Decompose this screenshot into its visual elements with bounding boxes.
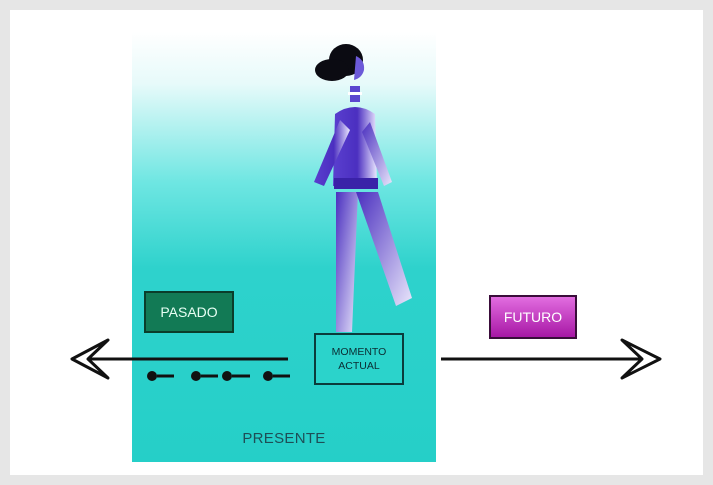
past-label: PASADO (160, 304, 218, 320)
current-moment-label: MOMENTO ACTUAL (331, 346, 387, 372)
walking-person-icon (314, 44, 412, 332)
timeline-right-arrow (441, 338, 662, 380)
future-box: FUTURO (489, 295, 577, 339)
past-event-markers (147, 371, 290, 381)
timeline-graphics (70, 44, 662, 381)
timeline-left-arrow (70, 338, 288, 380)
future-label: FUTURO (503, 309, 563, 325)
diagram-frame: PASADO FUTURO MOMENTO ACTUAL PRESENTE (10, 10, 703, 475)
current-moment-box: MOMENTO ACTUAL (314, 333, 404, 385)
present-label: PRESENTE (242, 430, 326, 447)
past-box: PASADO (144, 291, 234, 333)
